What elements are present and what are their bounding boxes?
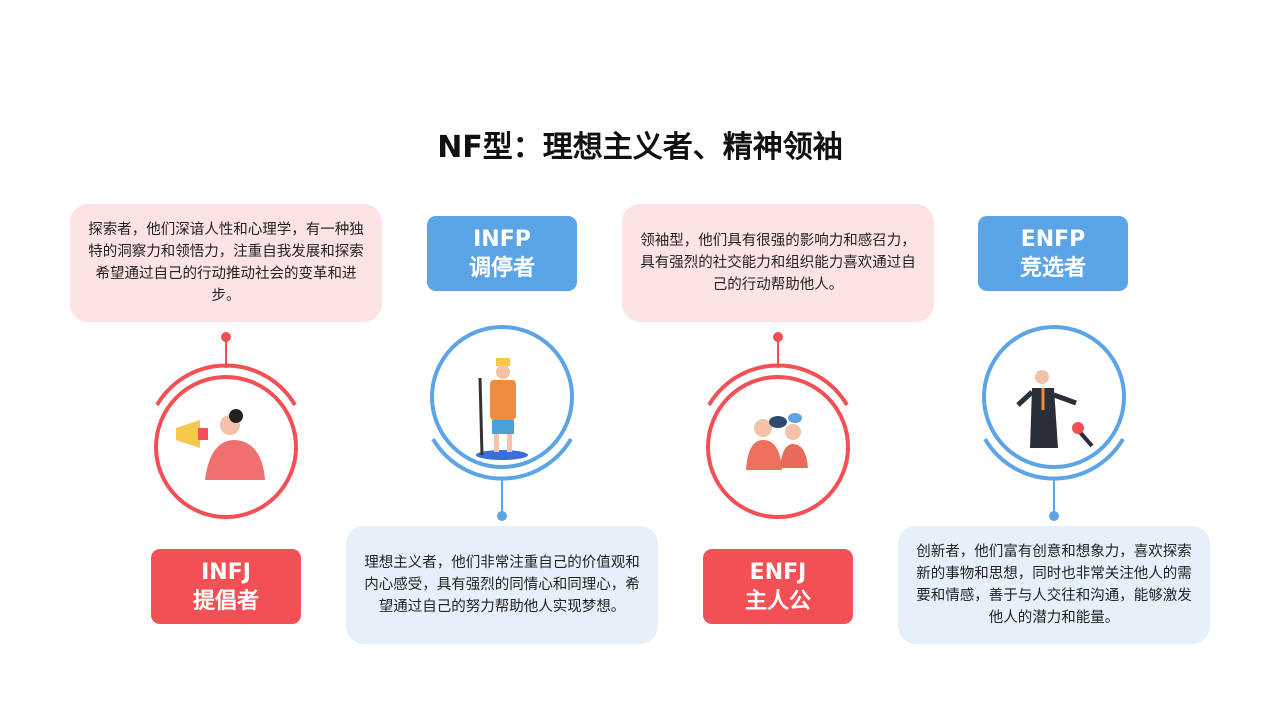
infj-label: INFJ 提倡者 [151,549,301,624]
two-people-chat-illustration [746,413,808,470]
enfj-ring [706,337,850,519]
enfp-name: 竞选者 [1019,255,1086,281]
megaphone-woman-illustration [176,409,265,480]
enfp-description: 创新者，他们富有创意和想象力，喜欢探索新的事物和思想，同时也非常关注他人的需要和… [898,526,1210,644]
enfj-description: 领袖型，他们具有很强的影响力和感召力，具有强烈的社交能力和组织能力喜欢通过自己的… [622,204,934,322]
infp-description: 理想主义者，他们非常注重自己的价值观和内心感受，具有强烈的同情心和同理心，希望通… [346,526,658,644]
enfj-code: ENFJ [749,559,807,585]
infj-name: 提倡者 [192,588,259,614]
enfp-code: ENFP [1020,226,1086,252]
enfj-label: ENFJ 主人公 [703,549,853,624]
enfp-label: ENFP 竞选者 [978,216,1128,291]
enfp-ring [982,325,1126,516]
explorer-illustration [476,358,528,460]
infj-description: 探索者，他们深谙人性和心理学，有一种独特的洞察力和领悟力，注重自我发展和探索希望… [70,204,382,322]
page-title: NF型：理想主义者、精神领袖 [437,130,843,165]
infp-name: 调停者 [468,255,535,281]
infp-code: INFP [473,226,531,252]
enfj-name: 主人公 [744,588,811,614]
infj-ring [154,337,298,519]
speaker-microphone-illustration [1016,370,1094,448]
infj-code: INFJ [201,559,251,585]
infp-label: INFP 调停者 [427,216,577,291]
infp-ring [430,325,574,516]
